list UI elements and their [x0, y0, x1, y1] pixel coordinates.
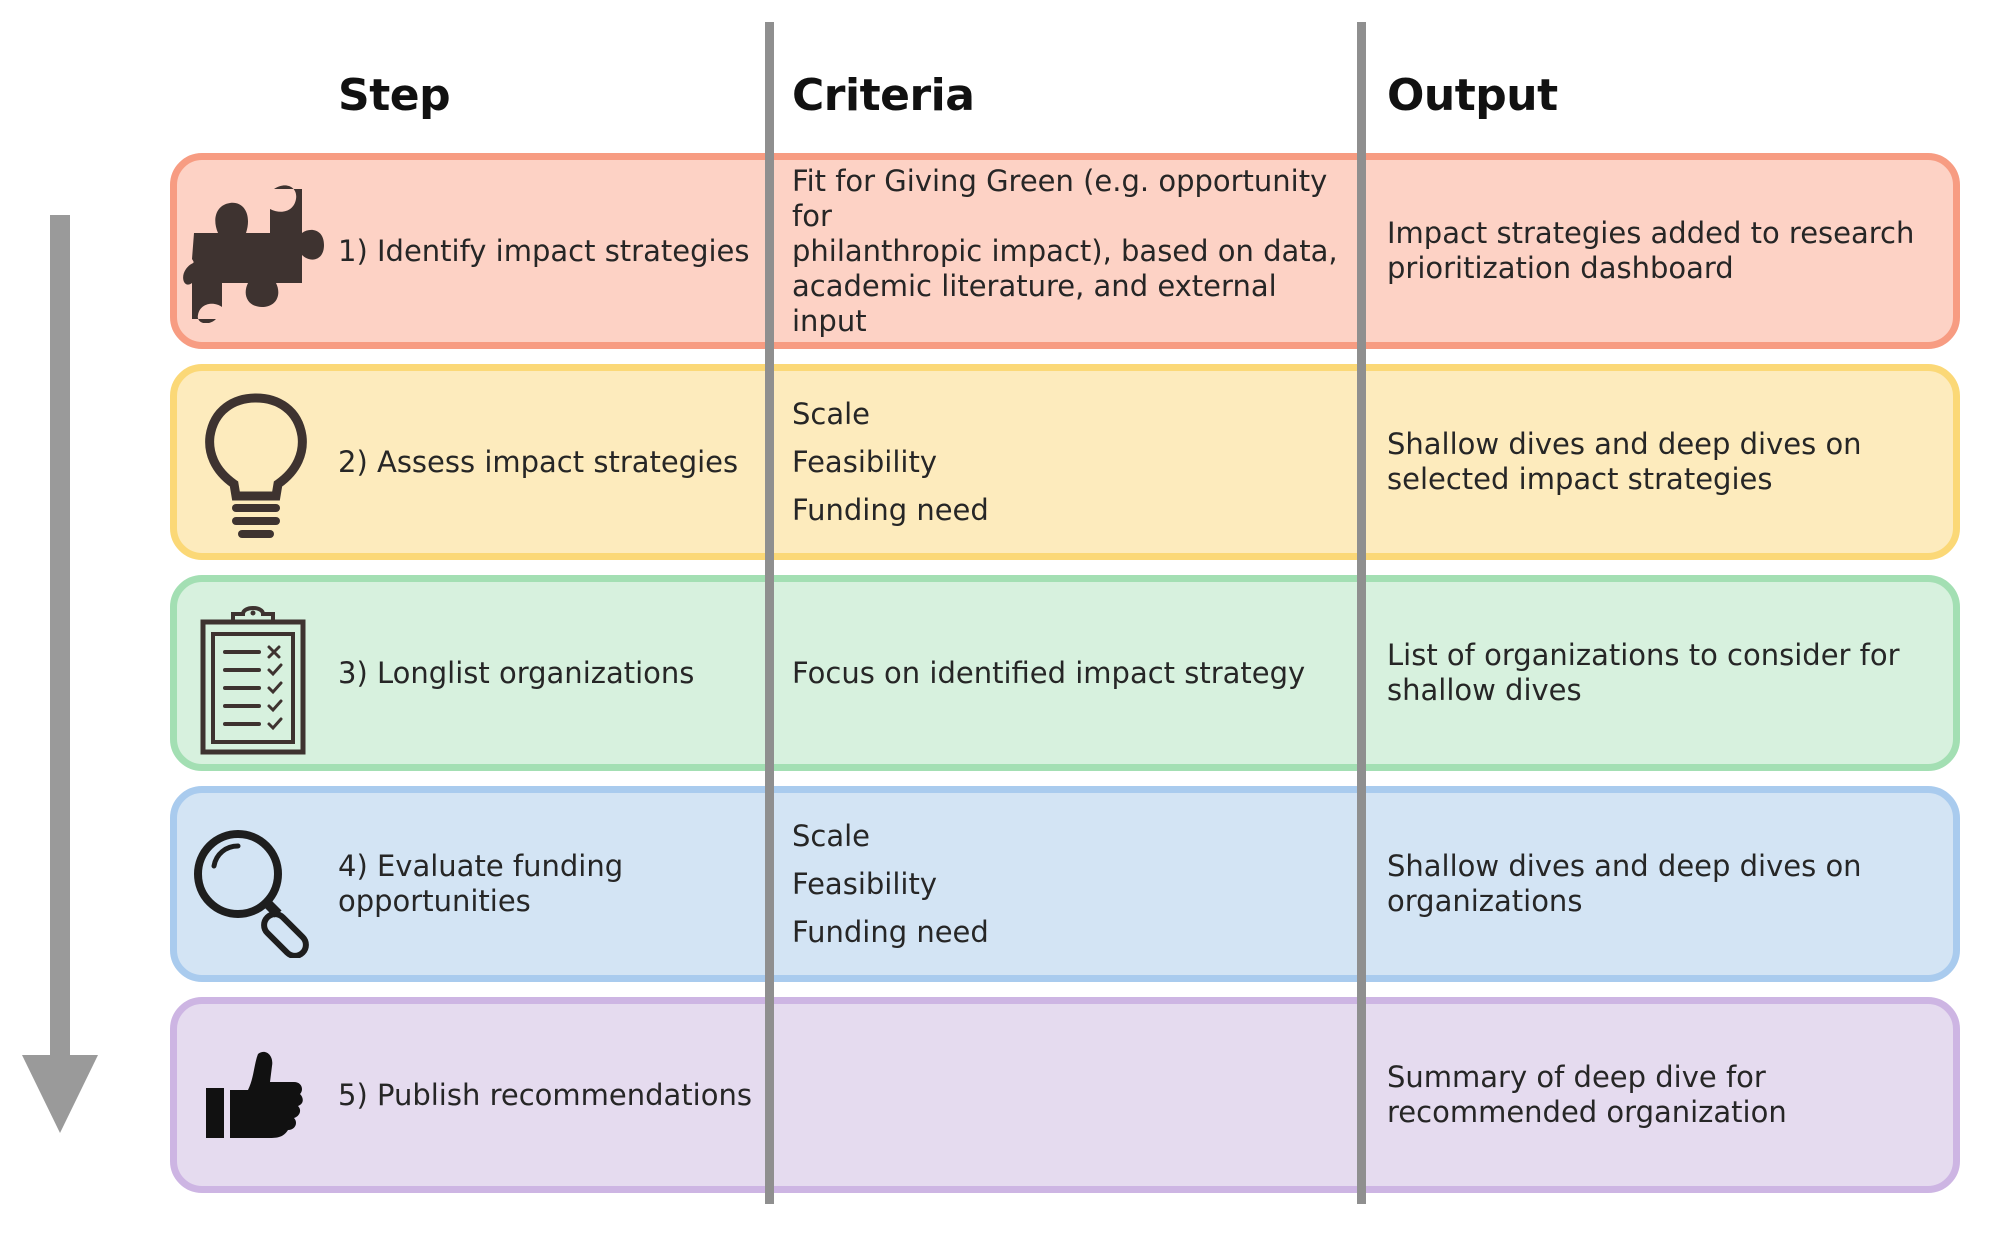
criteria-list: Scale Feasibility Funding need [792, 397, 1352, 528]
output-line: organizations [1387, 884, 1583, 918]
output-line: selected impact strategies [1387, 462, 1773, 496]
output-cell: Shallow dives and deep dives on selected… [1387, 371, 1927, 553]
row-assess-impact-strategies [170, 364, 1960, 560]
step-label: 3) Longlist organizations [338, 655, 695, 690]
thumbs-up-icon [204, 1050, 304, 1147]
lightbulb-icon [204, 392, 308, 549]
puzzle-piece-icon [182, 183, 328, 328]
row-publish-recommendations [170, 997, 1960, 1193]
magnifying-glass-icon [190, 826, 318, 963]
step-column-header: Step [338, 70, 451, 121]
criteria-cell: Scale Feasibility Funding need [792, 371, 1352, 553]
criteria-item: Scale [792, 818, 871, 853]
step-label: 2) Assess impact strategies [338, 444, 739, 479]
criteria-line: Fit for Giving Green (e.g. opportunity f… [792, 163, 1328, 233]
output-line: Summary of deep dive for [1387, 1060, 1766, 1094]
step-cell: 4) Evaluate funding opportunities [338, 793, 758, 975]
output-line: recommended organization [1387, 1095, 1787, 1129]
output-cell: Impact strategies added to research prio… [1387, 160, 1927, 342]
step-cell: 1) Identify impact strategies [338, 160, 758, 342]
output-cell: Shallow dives and deep dives on organiza… [1387, 793, 1927, 975]
output-column-header: Output [1387, 70, 1558, 121]
column-divider [765, 22, 774, 1204]
criteria-line: academic literature, and external input [792, 268, 1277, 338]
step-label: 5) Publish recommendations [338, 1077, 752, 1112]
step-cell: 2) Assess impact strategies [338, 371, 758, 553]
down-arrow-icon [20, 215, 100, 1140]
output-line: shallow dives [1387, 673, 1582, 707]
step-label: 4) Evaluate funding [338, 849, 624, 883]
criteria-column-header: Criteria [792, 70, 975, 121]
clipboard-checklist-icon [199, 604, 307, 761]
step-cell: 3) Longlist organizations [338, 582, 758, 764]
row-longlist-organizations [170, 575, 1960, 771]
output-line: Shallow dives and deep dives on [1387, 427, 1862, 461]
output-cell: List of organizations to consider for sh… [1387, 582, 1927, 764]
row-evaluate-funding-opportunities [170, 786, 1960, 982]
output-cell: Summary of deep dive for recommended org… [1387, 1004, 1927, 1186]
criteria-cell: Fit for Giving Green (e.g. opportunity f… [792, 160, 1352, 342]
step-label: 1) Identify impact strategies [338, 233, 750, 268]
output-line: Shallow dives and deep dives on [1387, 849, 1862, 883]
criteria-list: Scale Feasibility Funding need [792, 819, 1352, 950]
row-identify-impact-strategies [170, 153, 1960, 349]
criteria-cell: Scale Feasibility Funding need [792, 793, 1352, 975]
criteria-item: Funding need [792, 914, 989, 949]
step-label: opportunities [338, 884, 531, 918]
criteria-item: Scale [792, 396, 871, 431]
output-line: prioritization dashboard [1387, 251, 1734, 285]
output-line: Impact strategies added to research [1387, 216, 1915, 250]
criteria-item: Feasibility [792, 866, 937, 901]
criteria-line: Focus on identified impact strategy [792, 655, 1306, 690]
step-cell: 5) Publish recommendations [338, 1004, 758, 1186]
criteria-cell: Focus on identified impact strategy [792, 582, 1352, 764]
column-divider [1357, 22, 1366, 1204]
criteria-item: Feasibility [792, 444, 937, 479]
criteria-line: philanthropic impact), based on data, [792, 233, 1338, 268]
output-line: List of organizations to consider for [1387, 638, 1900, 672]
criteria-item: Funding need [792, 492, 989, 527]
